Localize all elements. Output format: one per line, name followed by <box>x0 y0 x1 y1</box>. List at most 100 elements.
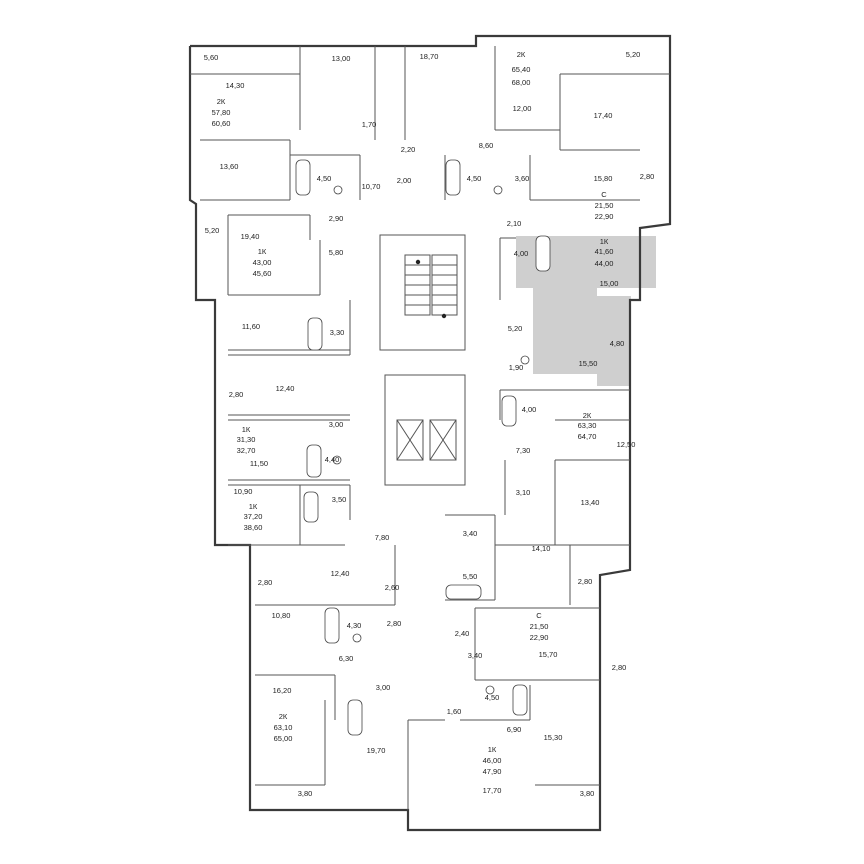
room-area-label: 32,70 <box>237 446 256 455</box>
room-area-label: 15,80 <box>594 174 613 183</box>
room-area-label: 7,30 <box>516 446 531 455</box>
room-area-label: 1К <box>258 247 267 256</box>
room-area-label: 4,50 <box>485 693 500 702</box>
room-area-label: 64,70 <box>578 432 597 441</box>
room-area-label: 3,80 <box>580 789 595 798</box>
room-area-label: 10,90 <box>234 487 253 496</box>
room-area-label: 2,80 <box>387 619 402 628</box>
room-area-label: 2,80 <box>612 663 627 672</box>
room-area-label: 5,20 <box>626 50 641 59</box>
room-area-label: 41,60 <box>595 247 614 256</box>
room-area-label: 13,00 <box>332 54 351 63</box>
room-area-label: 14,30 <box>226 81 245 90</box>
room-area-label: 17,40 <box>594 111 613 120</box>
room-area-label: 2,80 <box>578 577 593 586</box>
room-area-label: 2,40 <box>455 629 470 638</box>
room-area-label: 12,40 <box>331 569 350 578</box>
stair-core <box>379 234 466 351</box>
room-area-label: 1К <box>488 745 497 754</box>
room-area-label: 8,60 <box>479 141 494 150</box>
room-area-label: 65,00 <box>274 734 293 743</box>
room-area-label: 19,40 <box>241 232 260 241</box>
room-area-label: 12,50 <box>617 440 636 449</box>
room-area-label: 3,30 <box>330 328 345 337</box>
room-area-label: 11,50 <box>250 459 268 468</box>
room-area-label: 46,00 <box>483 756 502 765</box>
room-area-label: 3,10 <box>516 488 531 497</box>
room-area-label: С <box>536 611 542 620</box>
room-area-label: 21,50 <box>530 622 549 631</box>
room-area-label: 2,80 <box>229 390 244 399</box>
room-area-label: 2К <box>583 411 592 420</box>
room-area-label: 68,00 <box>512 78 531 87</box>
room-area-label: 3,80 <box>298 789 313 798</box>
room-area-label: 31,30 <box>237 435 256 444</box>
interior-walls <box>190 46 670 810</box>
room-area-label: 17,70 <box>483 786 502 795</box>
room-area-label: 1К <box>242 425 251 434</box>
room-area-label: 6,90 <box>507 725 522 734</box>
room-area-label: 19,70 <box>367 746 386 755</box>
room-area-label: 4,50 <box>317 174 332 183</box>
room-area-label: 12,40 <box>276 384 295 393</box>
room-area-label: 12,00 <box>513 104 532 113</box>
room-area-label: 11,60 <box>242 322 260 331</box>
room-area-label: 63,30 <box>578 421 597 430</box>
room-area-label: 2,60 <box>385 583 400 592</box>
room-area-label: 57,80 <box>212 108 231 117</box>
room-area-label: С <box>601 190 607 199</box>
room-area-label: 60,60 <box>212 119 231 128</box>
outer-walls <box>188 34 672 832</box>
room-area-label: 3,40 <box>468 651 483 660</box>
room-area-label: 6,30 <box>339 654 354 663</box>
room-area-label: 3,40 <box>463 529 478 538</box>
room-area-label: 18,70 <box>420 52 439 61</box>
room-area-label: 7,80 <box>375 533 390 542</box>
room-area-label: 1,70 <box>362 120 377 129</box>
room-area-label: 3,00 <box>376 683 391 692</box>
room-area-label: 14,10 <box>532 544 551 553</box>
room-area-label: 44,00 <box>595 259 614 268</box>
room-area-label: 4,80 <box>610 339 625 348</box>
room-area-label: 13,60 <box>220 162 239 171</box>
room-area-label: 22,90 <box>595 212 614 221</box>
room-area-label: 15,00 <box>600 279 619 288</box>
bathroom-fixtures <box>295 159 551 736</box>
room-area-label: 2К <box>517 50 526 59</box>
room-area-label: 21,50 <box>595 201 614 210</box>
room-area-label: 4,30 <box>347 621 362 630</box>
room-area-label: 2К <box>279 712 288 721</box>
room-area-label: 5,50 <box>463 572 478 581</box>
room-area-label: 45,60 <box>253 269 272 278</box>
room-area-label: 2,90 <box>329 214 344 223</box>
room-area-label: 2,20 <box>401 145 416 154</box>
elevator-core <box>384 374 466 486</box>
room-area-label: 5,20 <box>508 324 523 333</box>
room-area-label: 16,20 <box>273 686 292 695</box>
room-area-label: 10,80 <box>272 611 291 620</box>
room-area-label: 4,00 <box>514 249 529 258</box>
room-area-label: 15,70 <box>539 650 558 659</box>
room-area-label: 2,00 <box>397 176 412 185</box>
room-area-label: 4,50 <box>467 174 482 183</box>
room-area-label: 5,60 <box>204 53 219 62</box>
room-area-label: 2,80 <box>258 578 273 587</box>
room-area-label: 65,40 <box>512 65 531 74</box>
room-area-label: 43,00 <box>253 258 272 267</box>
room-area-label: 37,20 <box>244 512 263 521</box>
room-area-label: 2К <box>217 97 226 106</box>
room-area-label: 1К <box>600 237 609 246</box>
room-area-label: 15,50 <box>579 359 598 368</box>
room-area-label: 1,60 <box>447 707 462 716</box>
room-area-label: 2,80 <box>640 172 655 181</box>
room-area-label: 38,60 <box>244 523 263 532</box>
room-area-label: 10,70 <box>362 182 381 191</box>
room-area-label: 3,50 <box>332 495 347 504</box>
room-area-label: 5,20 <box>205 226 220 235</box>
room-area-label: 63,10 <box>274 723 293 732</box>
room-area-label: 47,90 <box>483 767 502 776</box>
room-area-label: 3,60 <box>515 174 530 183</box>
room-area-label: 13,40 <box>581 498 600 507</box>
